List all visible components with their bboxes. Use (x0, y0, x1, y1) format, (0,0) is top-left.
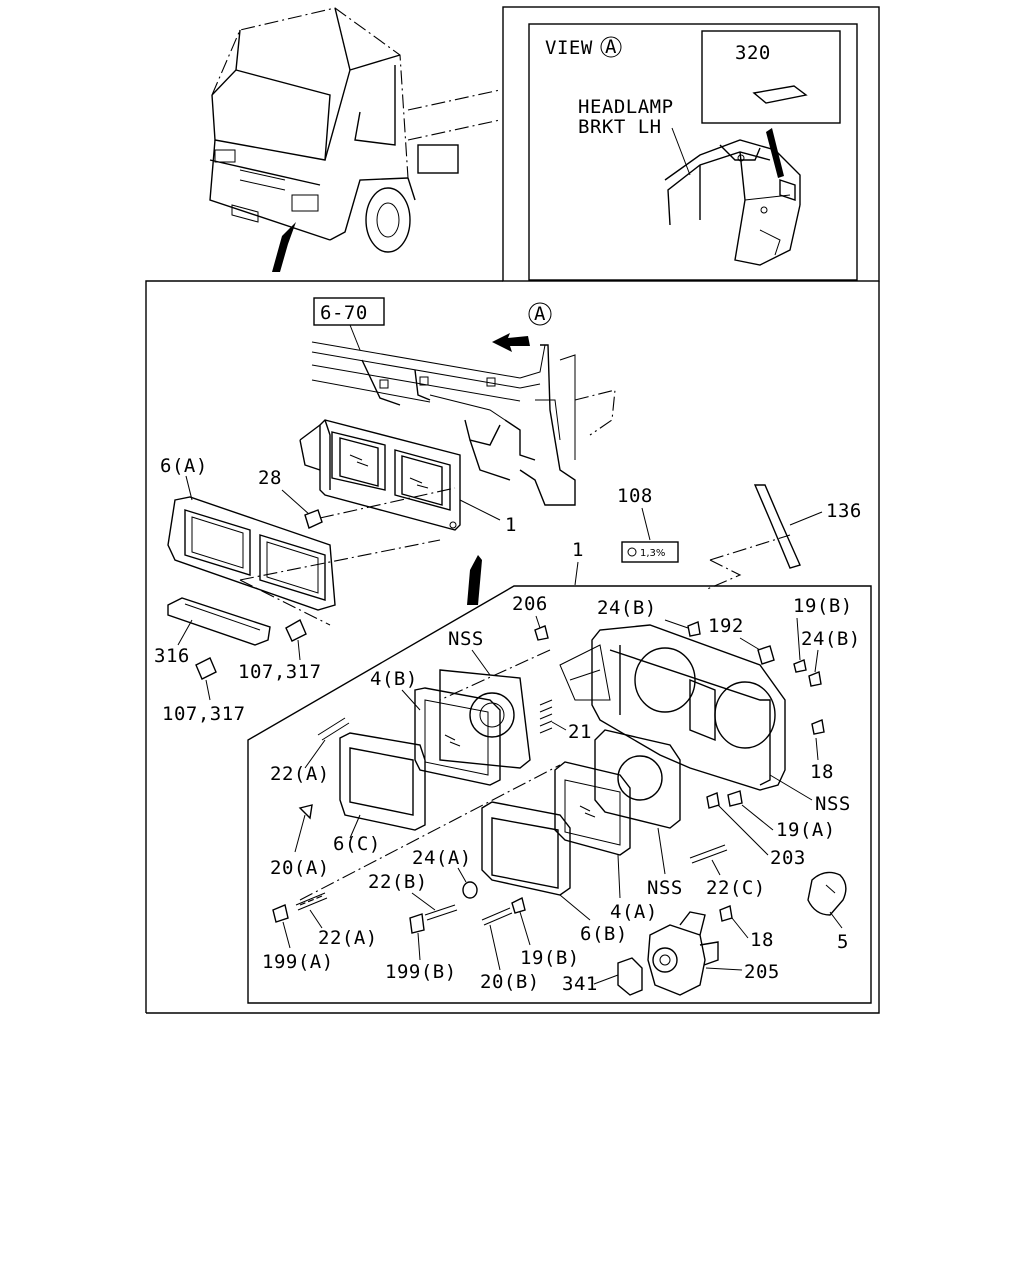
truck-illustration (209, 7, 501, 272)
bracket-label-line2: BRKT LH (578, 116, 662, 138)
nut-24Bb-icon (808, 671, 822, 687)
label-24Ba: 24(B) (597, 597, 657, 619)
screw-18-icon (811, 719, 825, 735)
headlamp-exploded-lower: 1 206 24(B) 192 19(B) 24(B) NSS (262, 539, 861, 996)
screw-107b-icon (195, 657, 217, 680)
label-6A: 6(A) (160, 455, 208, 477)
screw-18b-icon (719, 905, 733, 922)
label-341: 341 (562, 973, 598, 995)
headlamp-housing-upper: 6(A) 28 1 316 107,317 107,317 (154, 419, 517, 725)
label-107-317b: 107,317 (162, 703, 246, 725)
label-24Bb: 24(B) (801, 628, 861, 650)
label-108: 108 (617, 485, 653, 507)
sealed-beam-4B (414, 687, 501, 786)
arrow-marker-circle (528, 302, 552, 326)
label-206: 206 (512, 593, 548, 615)
label-22B: 22(B) (368, 871, 428, 893)
leveling-motor-205 (647, 911, 719, 996)
washer-24A-icon (462, 881, 478, 899)
screw-22A-icon (317, 717, 350, 741)
label-199B: 199(B) (385, 961, 457, 983)
label-107-317a: 107,317 (238, 661, 322, 683)
label-192: 192 (708, 615, 744, 637)
label-21: 21 (568, 721, 592, 743)
nut-19B2-icon (511, 896, 526, 914)
label-sticker-icon (752, 85, 808, 104)
view-marker-circle (600, 36, 622, 58)
spring-21-icon (539, 699, 553, 734)
label-19B2: 19(B) (520, 947, 580, 969)
label-20A: 20(A) (270, 857, 330, 879)
screw-107-icon (285, 619, 307, 642)
bulb-5-icon (807, 871, 847, 916)
label-203: 203 (770, 847, 806, 869)
label-316: 316 (154, 645, 190, 667)
label-4B: 4(B) (370, 668, 418, 690)
view-direction-arrow-icon (492, 333, 530, 352)
label-6C: 6(C) (333, 833, 381, 855)
part-box-320 (701, 30, 841, 124)
bulb-housing-4A (594, 729, 681, 829)
screw-203-icon (706, 792, 720, 809)
label-nss3: NSS (647, 877, 683, 899)
nut-199A-icon (272, 904, 289, 923)
screw-28-icon (304, 509, 323, 529)
bulb-housing-4B (439, 669, 531, 769)
callout-arrow-icon (467, 555, 482, 605)
trim-136 (753, 484, 801, 569)
label-1b: 1 (572, 539, 584, 561)
chassis-reference: 6-70 A (311, 297, 616, 506)
label-22C: 22(C) (706, 877, 766, 899)
strip-316 (167, 597, 271, 646)
connector-341-icon (617, 957, 643, 996)
screw-20A-icon (298, 804, 313, 820)
sticker-108 (621, 541, 679, 563)
screw-22A2-icon (295, 892, 328, 911)
label-18b: 18 (750, 929, 774, 951)
view-a-inset: VIEW A 320 HEADLAMP BRKT LH (545, 30, 841, 266)
ref-box-label: 6-70 (320, 302, 368, 324)
screw-20B-icon (481, 907, 513, 926)
label-nss2: NSS (815, 793, 851, 815)
label-24A: 24(A) (412, 847, 472, 869)
sticker-108-text: 1,3% (640, 548, 665, 559)
label-1a: 1 (505, 514, 517, 536)
bezel-6B (481, 801, 571, 896)
label-nss1: NSS (448, 628, 484, 650)
label-22A: 22(A) (270, 763, 330, 785)
nut-199B-icon (409, 913, 425, 934)
part-320-label: 320 (735, 42, 771, 64)
view-label: VIEW (545, 37, 593, 59)
label-28: 28 (258, 467, 282, 489)
clip-206-icon (534, 625, 549, 641)
label-5: 5 (837, 931, 849, 953)
diagram-frames (145, 6, 880, 1014)
arrow-marker: A (534, 303, 546, 325)
label-19A: 19(A) (776, 819, 836, 841)
label-136: 136 (826, 500, 862, 522)
nut-192-icon (757, 645, 775, 665)
nut-24B-icon (687, 621, 701, 637)
label-4A: 4(A) (610, 901, 658, 923)
screw-22C-icon (689, 844, 728, 864)
label-199A: 199(A) (262, 951, 334, 973)
side-parts: 108 1,3% 136 (617, 484, 862, 591)
bezel-6C (339, 732, 426, 831)
bracket-label-line1: HEADLAMP (578, 96, 674, 118)
headlamp-bracket-drawing (664, 128, 801, 266)
label-6B: 6(B) (580, 923, 628, 945)
label-18a: 18 (810, 761, 834, 783)
view-marker: A (605, 36, 617, 58)
ref-box (313, 297, 385, 326)
nut-19B-icon (793, 659, 807, 673)
label-19B: 19(B) (793, 595, 853, 617)
label-22A2: 22(A) (318, 927, 378, 949)
label-205: 205 (744, 961, 780, 983)
label-20B: 20(B) (480, 971, 540, 993)
nut-19A-icon (727, 790, 743, 807)
screw-22B-icon (424, 904, 458, 921)
